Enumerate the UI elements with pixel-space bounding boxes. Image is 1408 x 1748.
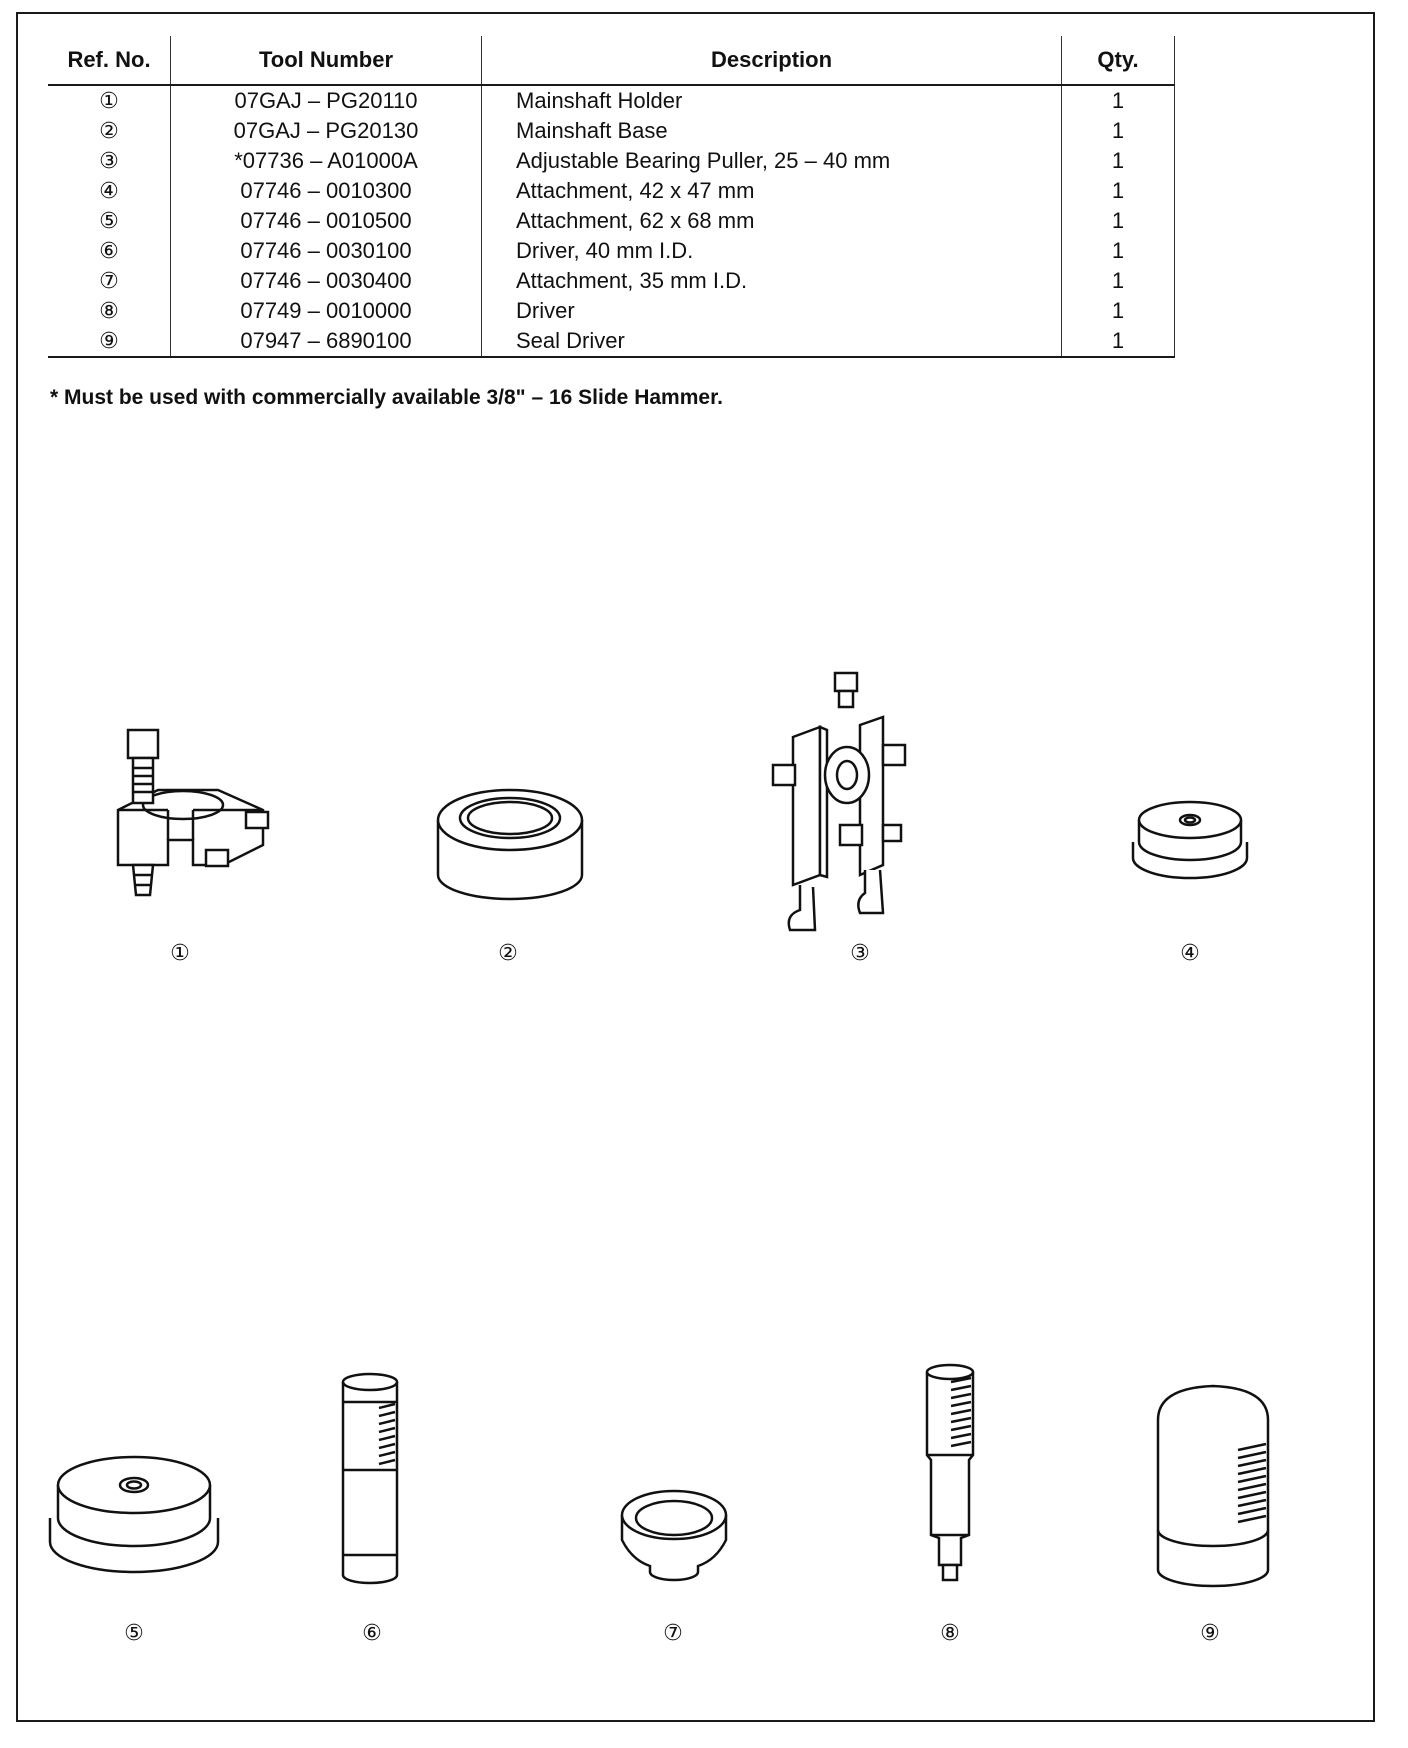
driver-icon <box>925 1363 975 1582</box>
driver-40mm-icon <box>341 1372 399 1585</box>
footnote: * Must be used with commercially availab… <box>50 386 723 409</box>
attachment-62x68-icon <box>48 1455 220 1574</box>
tool-number-cell: 07746 – 0030400 <box>170 266 482 296</box>
header-ref-no: Ref. No. <box>48 36 171 86</box>
ref-no-cell: ⑧ <box>48 296 171 326</box>
figure-label-1: ① <box>170 940 190 965</box>
tool-number-cell: 07GAJ – PG20110 <box>170 85 482 116</box>
ref-no-cell: ③ <box>48 146 171 176</box>
header-qty: Qty. <box>1061 36 1175 86</box>
qty-cell: 1 <box>1061 266 1175 296</box>
description-cell: Attachment, 35 mm I.D. <box>481 266 1062 296</box>
mainshaft-base-icon <box>436 788 584 901</box>
description-cell: Seal Driver <box>481 326 1062 358</box>
description-cell: Attachment, 42 x 47 mm <box>481 176 1062 206</box>
tool-number-cell: 07947 – 6890100 <box>170 326 482 358</box>
qty-cell: 1 <box>1061 116 1175 146</box>
header-description: Description <box>481 36 1062 86</box>
bearing-puller-icon <box>771 671 907 932</box>
ref-no-cell: ⑤ <box>48 206 171 236</box>
figure-label-5: ⑤ <box>124 1620 144 1645</box>
figure-label-3: ③ <box>850 940 870 965</box>
header-tool-number: Tool Number <box>170 36 482 86</box>
figure-label-2: ② <box>498 940 518 965</box>
description-cell: Mainshaft Base <box>481 116 1062 146</box>
qty-cell: 1 <box>1061 236 1175 266</box>
description-cell: Mainshaft Holder <box>481 85 1062 116</box>
ref-no-cell: ⑥ <box>48 236 171 266</box>
figure-label-7: ⑦ <box>663 1620 683 1645</box>
figure-label-6: ⑥ <box>362 1620 382 1645</box>
tool-number-cell: *07736 – A01000A <box>170 146 482 176</box>
description-cell: Driver, 40 mm I.D. <box>481 236 1062 266</box>
figure-label-8: ⑧ <box>940 1620 960 1645</box>
qty-cell: 1 <box>1061 296 1175 326</box>
mainshaft-holder-icon <box>116 728 270 897</box>
qty-cell: 1 <box>1061 146 1175 176</box>
qty-cell: 1 <box>1061 85 1175 116</box>
attachment-42x47-icon <box>1131 800 1249 880</box>
tool-number-cell: 07GAJ – PG20130 <box>170 116 482 146</box>
seal-driver-icon <box>1156 1384 1270 1588</box>
description-cell: Driver <box>481 296 1062 326</box>
table-header-row: Ref. No. Tool Number Description Qty. <box>48 36 1175 86</box>
qty-cell: 1 <box>1061 206 1175 236</box>
ref-no-cell: ② <box>48 116 171 146</box>
description-cell: Adjustable Bearing Puller, 25 – 40 mm <box>481 146 1062 176</box>
ref-no-cell: ① <box>48 85 171 116</box>
page-frame <box>16 12 1375 1722</box>
tool-number-cell: 07746 – 0010300 <box>170 176 482 206</box>
attachment-35mm-icon <box>620 1489 728 1582</box>
ref-no-cell: ⑨ <box>48 326 171 358</box>
qty-cell: 1 <box>1061 326 1175 358</box>
tool-number-cell: 07749 – 0010000 <box>170 296 482 326</box>
description-cell: Attachment, 62 x 68 mm <box>481 206 1062 236</box>
ref-no-cell: ⑦ <box>48 266 171 296</box>
figure-label-9: ⑨ <box>1200 1620 1220 1645</box>
ref-no-cell: ④ <box>48 176 171 206</box>
tool-number-cell: 07746 – 0010500 <box>170 206 482 236</box>
qty-cell: 1 <box>1061 176 1175 206</box>
figure-label-4: ④ <box>1180 940 1200 965</box>
tool-number-cell: 07746 – 0030100 <box>170 236 482 266</box>
